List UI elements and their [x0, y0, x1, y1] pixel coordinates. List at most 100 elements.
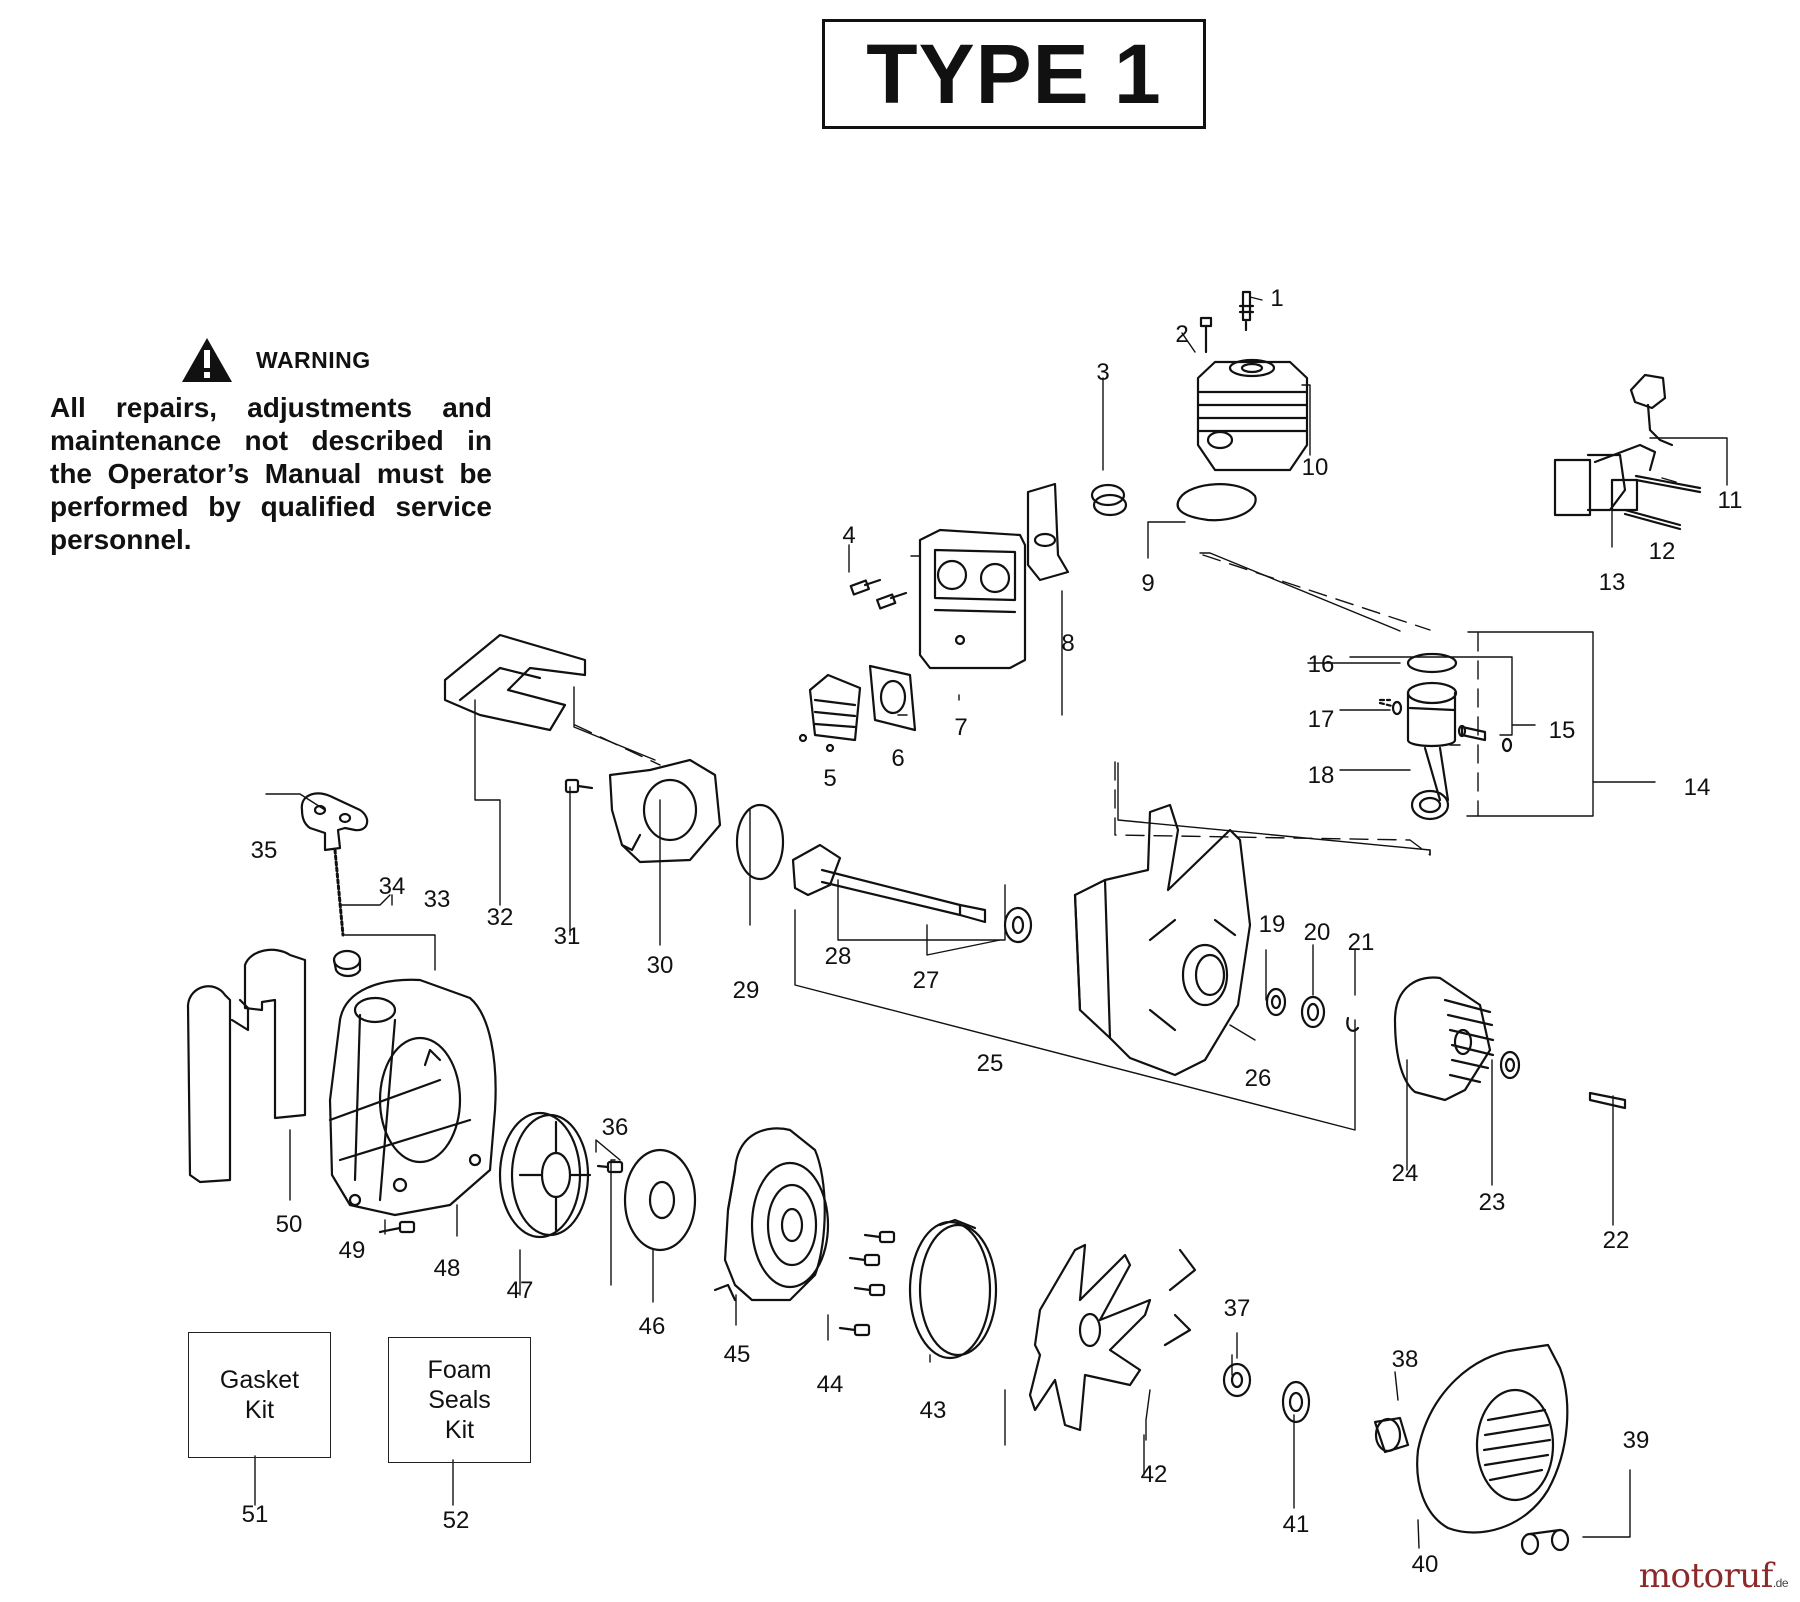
callout-43: 43 — [920, 1397, 947, 1424]
callout-26: 26 — [1245, 1065, 1272, 1092]
part-cover-screws — [838, 1230, 896, 1337]
callout-45: 45 — [724, 1341, 751, 1368]
callout-11: 11 — [1718, 487, 1743, 514]
part-cylinder-bolt — [1199, 316, 1213, 354]
part-washer-41 — [1281, 1380, 1311, 1424]
diagram-title: TYPE 1 — [866, 26, 1162, 121]
part-pulley-screw — [596, 1160, 624, 1174]
callout-27: 27 — [913, 967, 940, 994]
callout-6: 6 — [891, 745, 904, 772]
foam-seals-kit-label: Foam Seals Kit — [427, 1356, 492, 1444]
callout-33: 33 — [424, 886, 451, 913]
warning-heading-row: WARNING — [50, 335, 492, 385]
part-foam-seal — [443, 633, 587, 732]
callout-42: 42 — [1141, 1461, 1168, 1488]
part-piston — [1378, 681, 1458, 748]
part-pin-22 — [1588, 1091, 1627, 1110]
callout-10: 10 — [1302, 454, 1329, 481]
part-cylinder-gasket — [1176, 483, 1257, 522]
warning-text: All repairs, adjustments and maintenance… — [50, 392, 492, 555]
part-impeller-nut — [1222, 1362, 1252, 1398]
part-spark-plug — [1238, 290, 1255, 332]
warning-icon — [182, 338, 232, 382]
part-ignition-module — [1553, 373, 1702, 531]
part-foam-strips — [186, 948, 307, 1184]
warning-block: WARNING All repairs, adjustments and mai… — [50, 335, 492, 556]
callout-34: 34 — [379, 873, 406, 900]
warning-heading: WARNING — [256, 346, 371, 373]
part-starter-handle — [300, 792, 369, 852]
foam-seals-kit-box: Foam Seals Kit — [388, 1337, 531, 1463]
part-fan-housing — [328, 978, 497, 1217]
callout-25: 25 — [977, 1050, 1004, 1077]
part-spring-clip — [1520, 1528, 1570, 1556]
title-box: TYPE 1 — [822, 19, 1206, 129]
part-crankcase — [1073, 803, 1252, 1077]
watermark-tld: .de — [1772, 1576, 1789, 1590]
callout-4: 4 — [842, 522, 855, 549]
part-spark-arrestor — [798, 673, 862, 753]
part-muffler-plate — [1026, 482, 1070, 582]
dashed-assembly-lines — [574, 554, 1479, 856]
part-clip-21 — [1346, 1016, 1360, 1032]
callout-22: 22 — [1603, 1227, 1630, 1254]
watermark-brand: motoruf — [1638, 1556, 1774, 1596]
part-crankshaft — [791, 843, 987, 924]
callout-8: 8 — [1061, 630, 1074, 657]
part-impeller — [1028, 1243, 1197, 1432]
callout-46: 46 — [639, 1313, 666, 1340]
part-muffler — [918, 528, 1027, 670]
callout-36: 36 — [602, 1114, 629, 1141]
callout-30: 30 — [647, 952, 674, 979]
callout-3: 3 — [1096, 359, 1109, 386]
callout-23: 23 — [1479, 1189, 1506, 1216]
callout-52: 52 — [443, 1507, 470, 1534]
callout-5: 5 — [823, 765, 836, 792]
callout-41: 41 — [1283, 1511, 1310, 1538]
callout-15: 15 — [1549, 717, 1576, 744]
part-starter-pulley — [498, 1111, 592, 1239]
part-seal-19 — [1265, 987, 1287, 1017]
part-flywheel — [1393, 976, 1495, 1102]
part-washer-46 — [623, 1148, 697, 1252]
callout-1: 1 — [1270, 285, 1283, 312]
callout-17: 17 — [1308, 706, 1335, 733]
callout-47: 47 — [507, 1277, 534, 1304]
part-starter-rope — [333, 848, 345, 937]
part-collar — [1373, 1416, 1410, 1454]
callout-19: 19 — [1259, 911, 1286, 938]
part-bearing-20 — [1300, 995, 1326, 1029]
part-connecting-rod — [1410, 746, 1450, 821]
callout-20: 20 — [1304, 919, 1331, 946]
callout-38: 38 — [1392, 1346, 1419, 1373]
part-fan-ring — [908, 1218, 998, 1360]
callout-29: 29 — [733, 977, 760, 1004]
callout-21: 21 — [1348, 929, 1375, 956]
part-flywheel-washer — [1499, 1050, 1521, 1080]
callout-2: 2 — [1175, 321, 1188, 348]
part-intake-boot — [1090, 483, 1128, 517]
callout-13: 13 — [1599, 569, 1626, 596]
callout-32: 32 — [487, 904, 514, 931]
part-muffler-screws — [849, 578, 908, 610]
callout-14: 14 — [1684, 774, 1711, 801]
callout-24: 24 — [1392, 1160, 1419, 1187]
callout-51: 51 — [242, 1501, 269, 1528]
callout-39: 39 — [1623, 1427, 1650, 1454]
callout-12: 12 — [1649, 538, 1676, 565]
callout-31: 31 — [554, 923, 581, 950]
callout-9: 9 — [1141, 570, 1154, 597]
part-starter-cover — [713, 1127, 830, 1302]
callout-16: 16 — [1308, 651, 1335, 678]
callout-7: 7 — [954, 714, 967, 741]
part-blower-cover — [1416, 1343, 1569, 1534]
callout-35: 35 — [251, 837, 278, 864]
callout-50: 50 — [276, 1211, 303, 1238]
gasket-kit-label: Gasket Kit — [219, 1366, 300, 1424]
callout-18: 18 — [1308, 762, 1335, 789]
callout-labels: 1 2 3 4 5 6 7 8 9 10 11 12 13 14 15 16 1… — [242, 285, 1743, 1578]
part-muffler-gasket — [868, 664, 917, 732]
part-adapter-screw — [564, 778, 594, 794]
part-crankshaft-bearing — [1003, 906, 1033, 944]
callout-40: 40 — [1412, 1551, 1439, 1578]
